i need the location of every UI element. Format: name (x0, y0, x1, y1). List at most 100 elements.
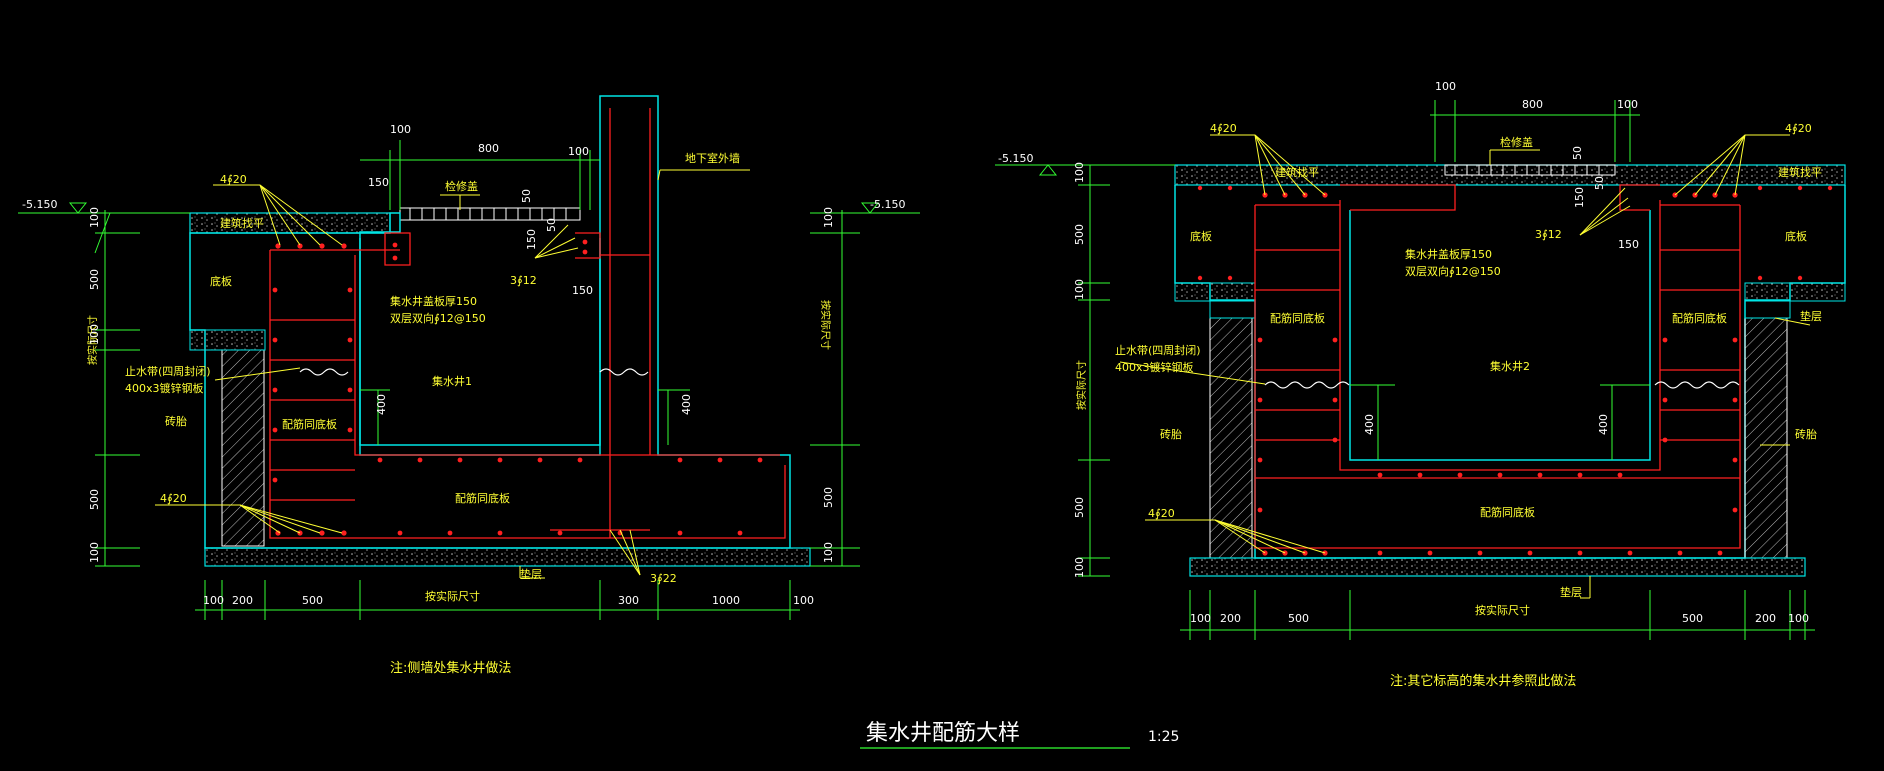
d2-floor-finish-l: 建筑找平 (1275, 165, 1319, 179)
d1-brick-cap (189, 329, 266, 351)
d1-dim-left-3: 500 (88, 489, 101, 510)
d2-waterstop-left (1264, 381, 1350, 389)
d2-floor-finish-r: 建筑找平 (1778, 165, 1822, 179)
d1-dim-150: 150 (572, 284, 593, 297)
d1-dim-left-1: 500 (88, 269, 101, 290)
d1-base-slab: 配筋同底板 (455, 491, 510, 505)
d1-bar-base: 3∮22 (650, 572, 677, 585)
d1-dim-bottom-5: 100 (793, 594, 814, 607)
d1-dim-bottom-0: 100 (203, 594, 224, 607)
d2-slab-r: 底板 (1785, 229, 1807, 243)
d2-actual: 按实际尺寸 (1475, 603, 1530, 617)
d1-cover: 检修盖 (445, 179, 478, 193)
d1-pipe-1: 止水带(四周封闭) (125, 364, 211, 378)
d1-dim-bottom-1: 200 (232, 594, 253, 607)
d2-base-slab: 配筋同底板 (1480, 505, 1535, 519)
d1-actual-v2: 按实际尺寸 (819, 300, 832, 350)
d2-cushion: 垫层 (1560, 585, 1582, 599)
d1-brick-tire (221, 349, 265, 547)
d1-dim-left-4: 100 (88, 542, 101, 563)
d2-dim-bottom-0: 100 (1190, 612, 1211, 625)
d2-rebar-top-left: 4∮20 (1210, 122, 1237, 135)
d2-elevation-mark (995, 164, 1080, 176)
d2-pit-slab-1: 集水井盖板厚150 (1405, 247, 1492, 261)
d2-cover: 检修盖 (1500, 135, 1533, 149)
d1-slab: 底板 (210, 274, 232, 288)
drawing-title: 集水井配筋大样 (866, 721, 1020, 746)
d2-dim-left-3: 500 (1073, 497, 1086, 518)
d2-dim-left-0: 100 (1073, 162, 1086, 183)
d1-rebar (269, 108, 786, 539)
detail-1-side-wall-pit: 4∮20 4∮20 3∮12 3∮22 建筑找平 底板 检修盖 集水井盖板厚15… (18, 95, 920, 676)
d1-leaders (155, 169, 750, 579)
d1-actual-v: 按实际尺寸 (86, 315, 99, 365)
d2-vertical-labels: 按实际尺寸 (1075, 360, 1088, 410)
d2-cover-grating (1444, 164, 1616, 176)
d2-wall-l: 配筋同底板 (1270, 311, 1325, 325)
d2-brick-left-cap (1209, 299, 1256, 319)
d1-dim-top-1: 800 (478, 142, 499, 155)
d1-cushion (204, 547, 811, 567)
d1-dim-50: 50 (520, 189, 533, 203)
d1-rebar-top: 4∮20 (220, 173, 247, 186)
drawing-scale: 1:25 (1148, 729, 1179, 745)
d1-pit-slab-1: 集水井盖板厚150 (390, 294, 477, 308)
d1-dim-400: 400 (375, 394, 388, 415)
d2-pit-name: 集水井2 (1490, 359, 1530, 373)
d1-pit-slab-2: 双层双向∮12@150 (390, 311, 486, 325)
d2-actual-v: 按实际尺寸 (1075, 360, 1088, 410)
d1-waterstop-wall (599, 368, 649, 376)
d2-rebar-dots (1197, 185, 1833, 556)
d2-waterstop-right (1654, 381, 1740, 389)
d1-dim-bottom-4: 1000 (712, 594, 740, 607)
d1-pit-name: 集水井1 (432, 374, 472, 388)
d1-elev-right: -5.150 (870, 198, 905, 211)
d2-rebar-bottom: 4∮20 (1148, 507, 1175, 520)
d2-brick-r: 砖胎 (1795, 427, 1817, 441)
d1-elevation-marks (18, 202, 920, 214)
d1-dim-400b: 400 (680, 394, 693, 415)
d2-dim-bottom-2: 500 (1288, 612, 1309, 625)
d2-dim-400a: 400 (1363, 414, 1376, 435)
detail-2-other-pit: 4∮20 4∮20 4∮20 3∮12 建筑找平 建筑找平 底板 底板 检修盖 … (995, 80, 1846, 689)
d2-pit-inner-outline (1349, 210, 1651, 461)
d1-labels: 4∮20 4∮20 3∮12 3∮22 建筑找平 底板 检修盖 集水井盖板厚15… (125, 151, 740, 676)
d1-rebar-dots (272, 239, 763, 536)
d2-leaders (1119, 134, 1811, 599)
d1-pit-inner-outline (359, 238, 601, 446)
d2-note: 注:其它标高的集水井参照此做法 (1390, 673, 1576, 689)
d2-dim-top-2: 100 (1617, 98, 1638, 111)
d1-dim-bottom-2: 500 (302, 594, 323, 607)
d1-structure-outline (189, 95, 791, 549)
d1-dim-right-1: 500 (822, 487, 835, 508)
d1-cover-grating-bars (409, 208, 567, 220)
d1-dim-left-2: 100 (88, 324, 101, 345)
d2-brick-left (1209, 317, 1253, 559)
d2-dim-left-4: 100 (1073, 557, 1086, 578)
d1-dim-top-100: 100 (390, 123, 411, 136)
d2-dim-150b: 150 (1618, 238, 1639, 251)
d2-labels: 4∮20 4∮20 4∮20 3∮12 建筑找平 建筑找平 底板 底板 检修盖 … (1115, 122, 1822, 689)
d1-dim-texts: -5.150 -5.150 150 800 100 100 150 50 50 … (22, 123, 905, 607)
d1-dim-150b: 150 (525, 229, 538, 250)
d2-cushion-top: 垫层 (1800, 309, 1822, 323)
d2-pipe-2: 400x3镀锌钢板 (1115, 360, 1194, 374)
d1-cushion: 垫层 (520, 567, 542, 581)
d1-dim-right-0: 100 (822, 207, 835, 228)
d1-wall-side: 配筋同底板 (282, 417, 337, 431)
d1-pipe-2: 400x3镀锌钢板 (125, 381, 204, 395)
d1-elev-left: -5.150 (22, 198, 57, 211)
d2-cushion (1189, 557, 1806, 577)
drawing-title-block: 集水井配筋大样 1:25 (860, 721, 1179, 749)
d2-slab-right-band (1744, 282, 1846, 302)
d1-rebar-bottom: 4∮20 (160, 492, 187, 505)
d1-floor-finish: 建筑找平 (220, 216, 264, 230)
d1-outer-wall: 地下室外墙 (685, 151, 740, 165)
d1-dim-right-2: 100 (822, 542, 835, 563)
d1-dim-50b: 50 (545, 218, 558, 232)
d2-rebar (1254, 184, 1741, 549)
d2-bar-side: 3∮12 (1535, 228, 1562, 241)
d2-dim-top-0: 100 (1435, 80, 1456, 93)
d1-dim-left-0: 100 (88, 207, 101, 228)
